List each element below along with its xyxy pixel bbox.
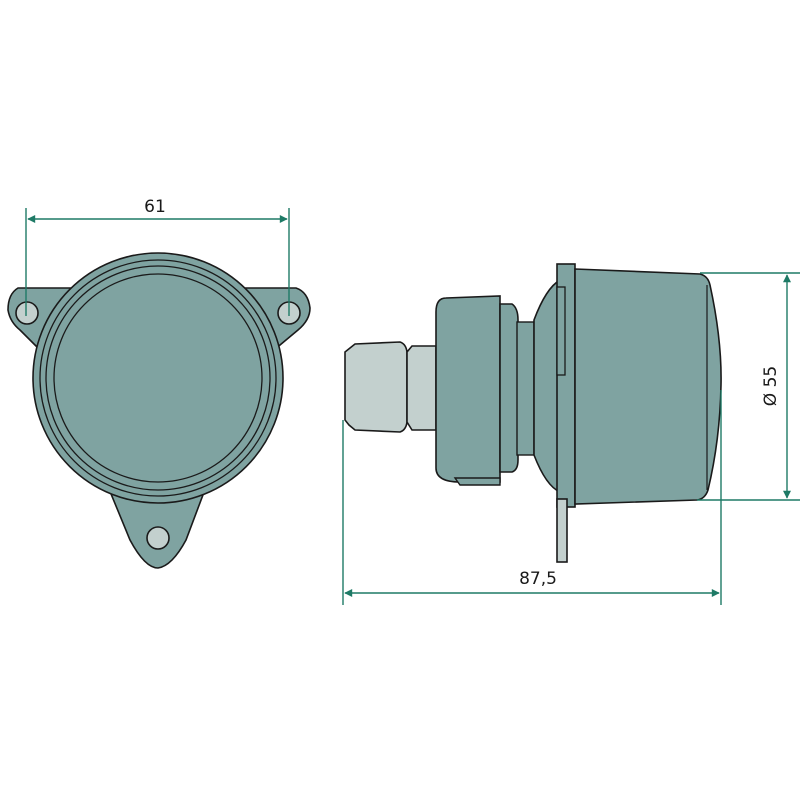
dimension-diameter-label: Ø 55 bbox=[761, 366, 781, 406]
socket-block bbox=[435, 295, 501, 483]
housing-cylinder bbox=[574, 268, 722, 505]
mounting-tab-bottom bbox=[556, 498, 568, 563]
dimension-length-label: 87,5 bbox=[519, 569, 557, 589]
lamp-ring-2 bbox=[45, 265, 271, 491]
lamp-lens bbox=[53, 273, 263, 483]
dimension-width: 61 bbox=[25, 197, 290, 316]
socket-bottom-tab bbox=[453, 477, 501, 486]
mounting-hole-bottom bbox=[146, 526, 170, 550]
mounting-hole-left bbox=[15, 301, 39, 325]
dimension-diameter: Ø 55 bbox=[697, 272, 800, 501]
plate-slot bbox=[556, 286, 566, 376]
side-view: Ø 55 87,5 bbox=[342, 263, 800, 605]
dimension-length: 87,5 bbox=[342, 390, 722, 605]
dimension-width-label: 61 bbox=[144, 197, 166, 217]
housing-back-cone bbox=[533, 278, 561, 494]
socket-neck bbox=[516, 321, 535, 456]
socket-collar bbox=[499, 303, 519, 473]
connector-plug bbox=[344, 341, 408, 433]
front-view: 61 bbox=[7, 197, 311, 569]
connector-neck bbox=[406, 345, 437, 431]
lamp-ring-1 bbox=[39, 259, 277, 497]
